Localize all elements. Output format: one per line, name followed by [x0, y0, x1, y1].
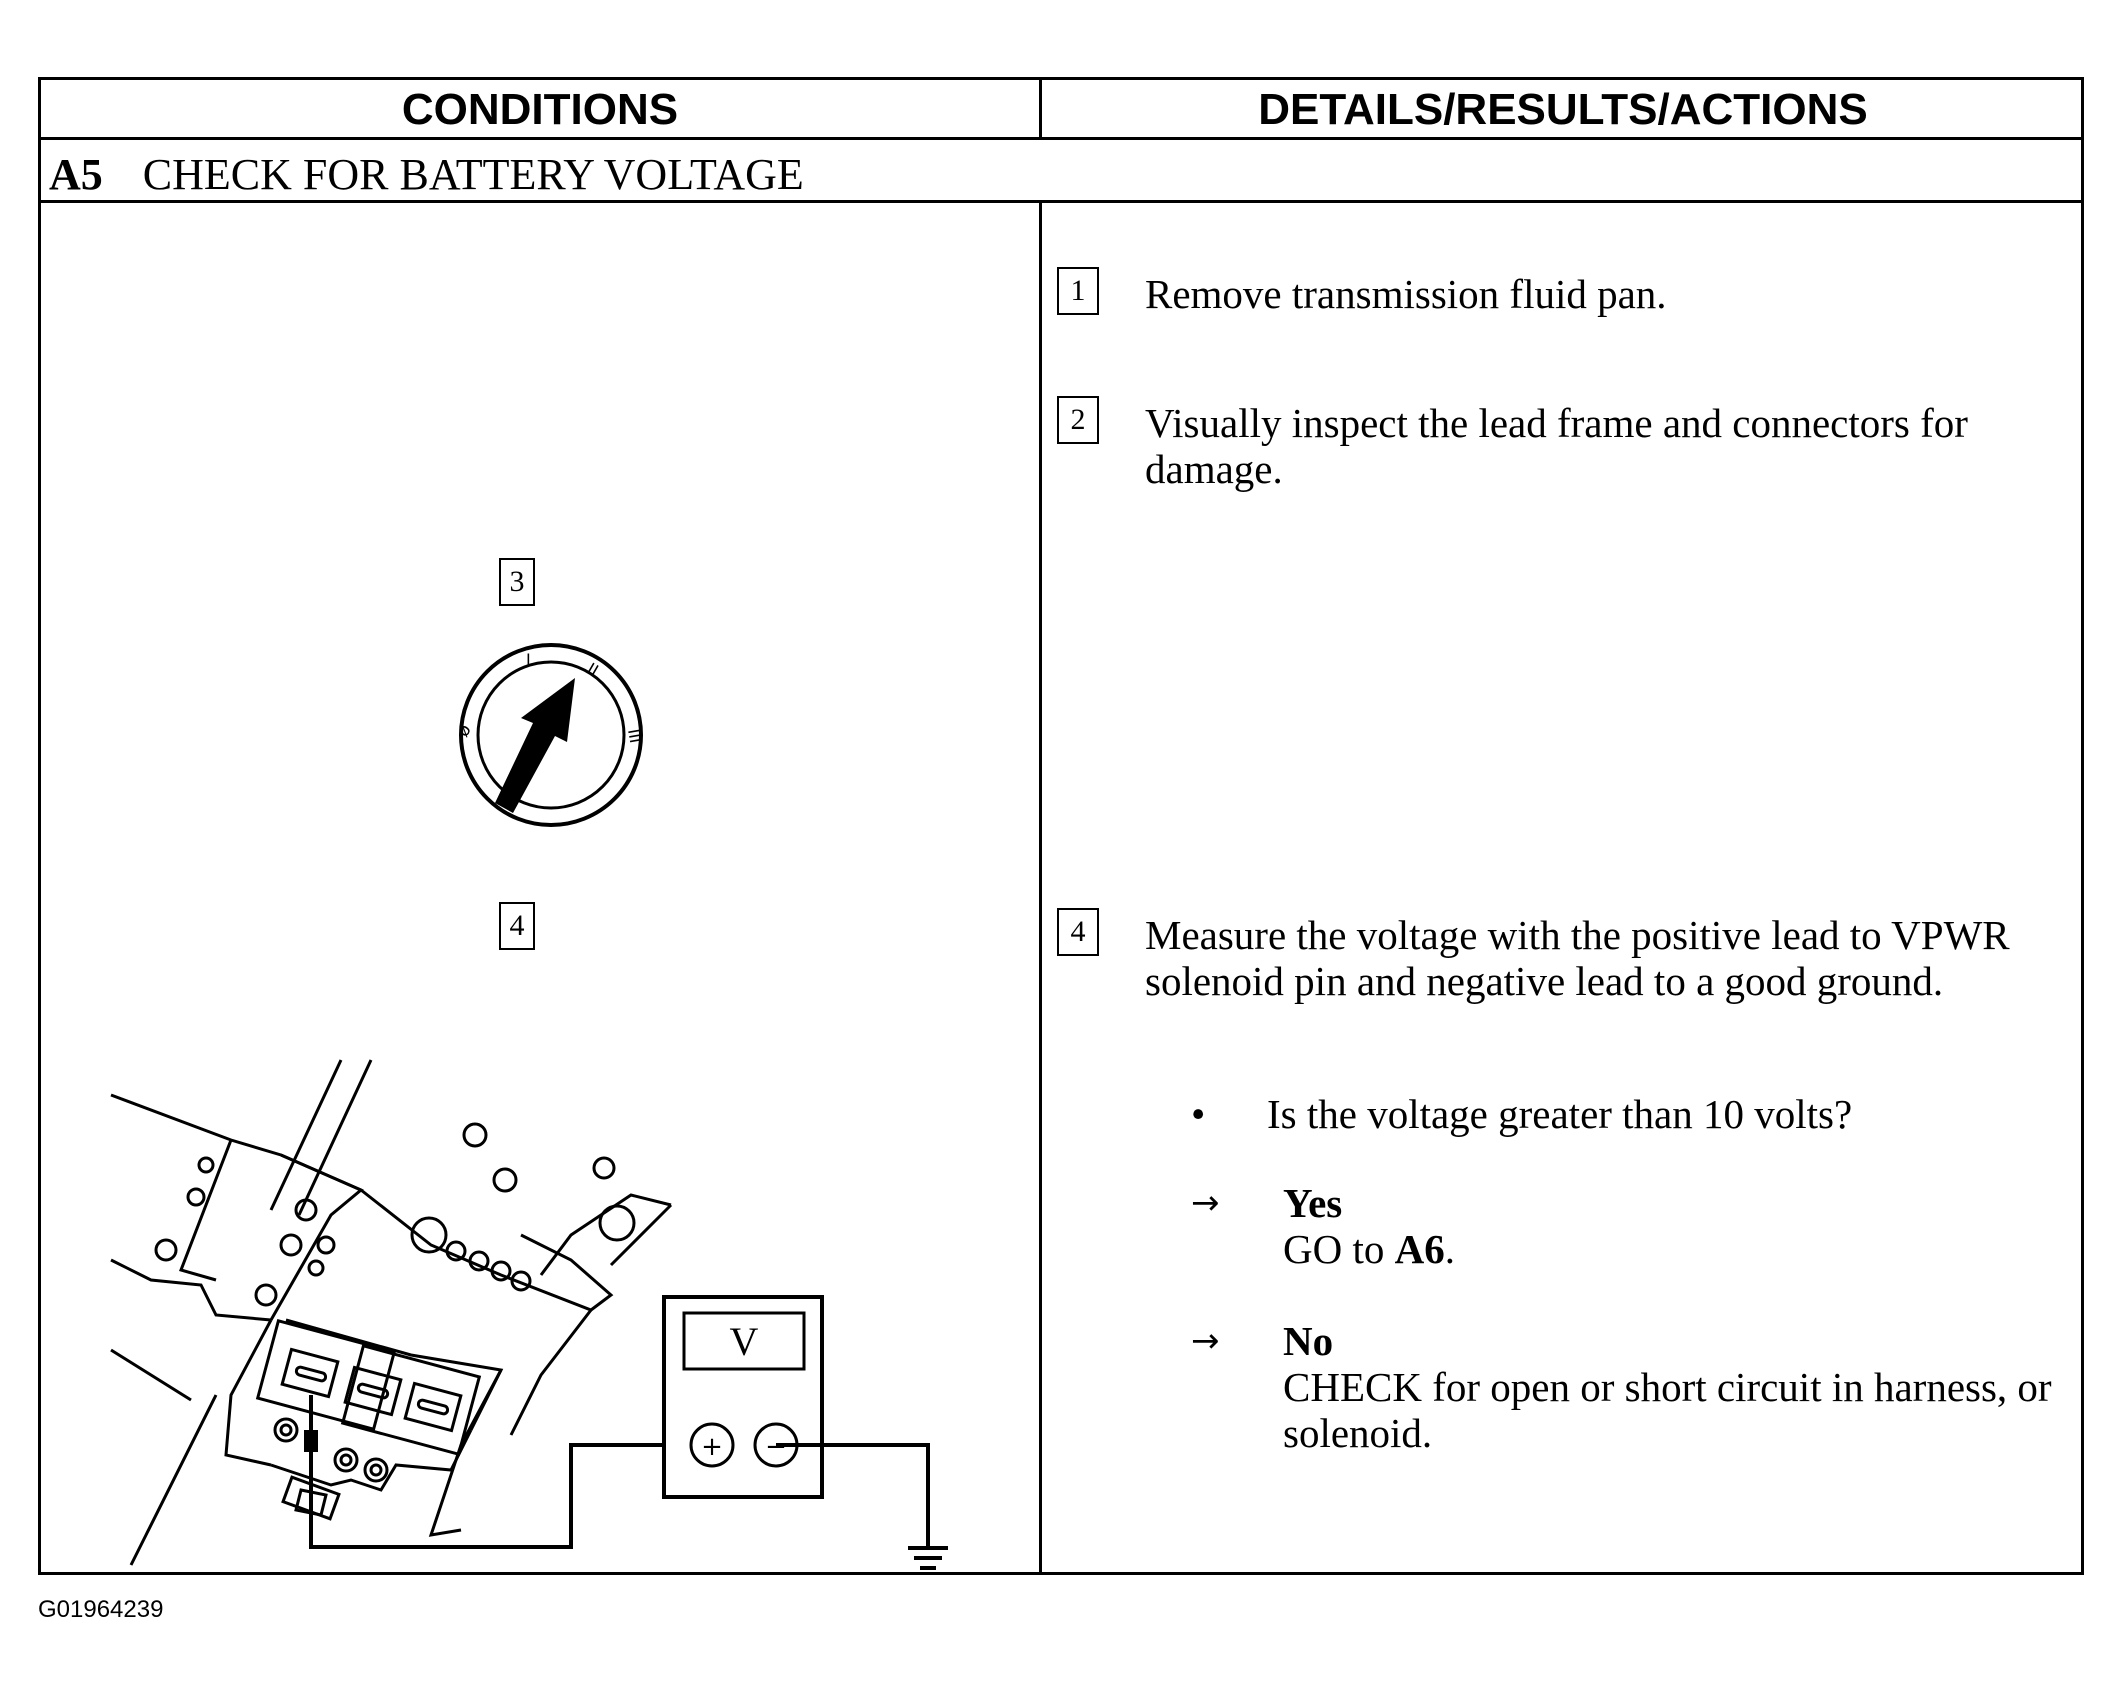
step-1-number: 1: [1057, 267, 1099, 315]
solenoid-meter-illustration: V + −: [110, 1059, 948, 1570]
step-1-text: Remove transmission fluid pan.: [1145, 271, 1667, 317]
voltmeter-display: [682, 1311, 806, 1371]
details-header: DETAILS/RESULTS/ACTIONS: [1258, 84, 1868, 134]
step-4-number: 4: [1057, 908, 1099, 956]
switch-position-1: I: [526, 650, 531, 669]
figure-code: G01964239: [38, 1596, 164, 1623]
step-3-box: 3: [499, 558, 535, 606]
yes-action: GO to A6.: [1283, 1226, 1455, 1272]
arrow-right-icon: →: [1191, 1321, 1220, 1361]
meter-plus-label: +: [701, 1432, 723, 1462]
voltmeter: [662, 1295, 824, 1499]
step-2: 2 Visually inspect the lead frame and co…: [1057, 396, 2057, 492]
section-divider: [41, 200, 2081, 203]
section-title-row: A5 CHECK FOR BATTERY VOLTAGE: [49, 146, 804, 202]
section-title: CHECK FOR BATTERY VOLTAGE: [142, 149, 804, 199]
bullet-dot: •: [1191, 1091, 1206, 1137]
no-action: CHECK for open or short circuit in harne…: [1283, 1364, 2052, 1456]
column-divider-top: [1039, 80, 1042, 140]
step-2-number: 2: [1057, 396, 1099, 444]
meter-minus-label: −: [765, 1432, 787, 1462]
step-2-text: Visually inspect the lead frame and conn…: [1145, 400, 1968, 492]
arrow-right-icon: →: [1191, 1183, 1220, 1223]
step-1: 1 Remove transmission fluid pan.: [1057, 267, 2057, 317]
meter-negative-terminal: [753, 1422, 799, 1468]
question-text: Is the voltage greater than 10 volts?: [1267, 1091, 1853, 1137]
conditions-header: CONDITIONS: [401, 84, 679, 134]
meter-positive-terminal: [689, 1422, 735, 1468]
procedure-table: CONDITIONS DETAILS/RESULTS/ACTIONS A5 CH…: [38, 77, 2084, 1575]
step-4-figure-box: 4: [499, 902, 535, 950]
step-4: 4 Measure the voltage with the positive …: [1057, 908, 2057, 1004]
negative-lead-wire: [776, 1443, 930, 1548]
question-bullet: • Is the voltage greater than 10 volts?: [1191, 1090, 1852, 1138]
positive-lead-wire: [309, 1443, 664, 1549]
ground-symbol: [908, 1546, 948, 1570]
section-id: A5: [49, 149, 103, 199]
header-divider: [41, 137, 2081, 140]
switch-position-2: II: [584, 659, 602, 680]
yes-target: A6: [1394, 1226, 1445, 1272]
switch-position-3: III: [624, 727, 645, 744]
switch-position-off: ø: [452, 720, 476, 740]
ignition-switch-illustration: ø I II III: [452, 643, 645, 827]
yes-branch: → Yes GO to A6.: [1191, 1180, 1455, 1272]
column-divider: [1039, 203, 1042, 1575]
switch-arrow: [495, 678, 575, 813]
no-label: No: [1283, 1318, 1334, 1364]
step-4-text: Measure the voltage with the positive le…: [1145, 912, 2010, 1004]
voltmeter-unit: V: [730, 1319, 759, 1364]
yes-label: Yes: [1283, 1180, 1343, 1226]
positive-probe: [304, 1430, 318, 1452]
no-branch: → No CHECK for open or short circuit in …: [1191, 1318, 2103, 1456]
